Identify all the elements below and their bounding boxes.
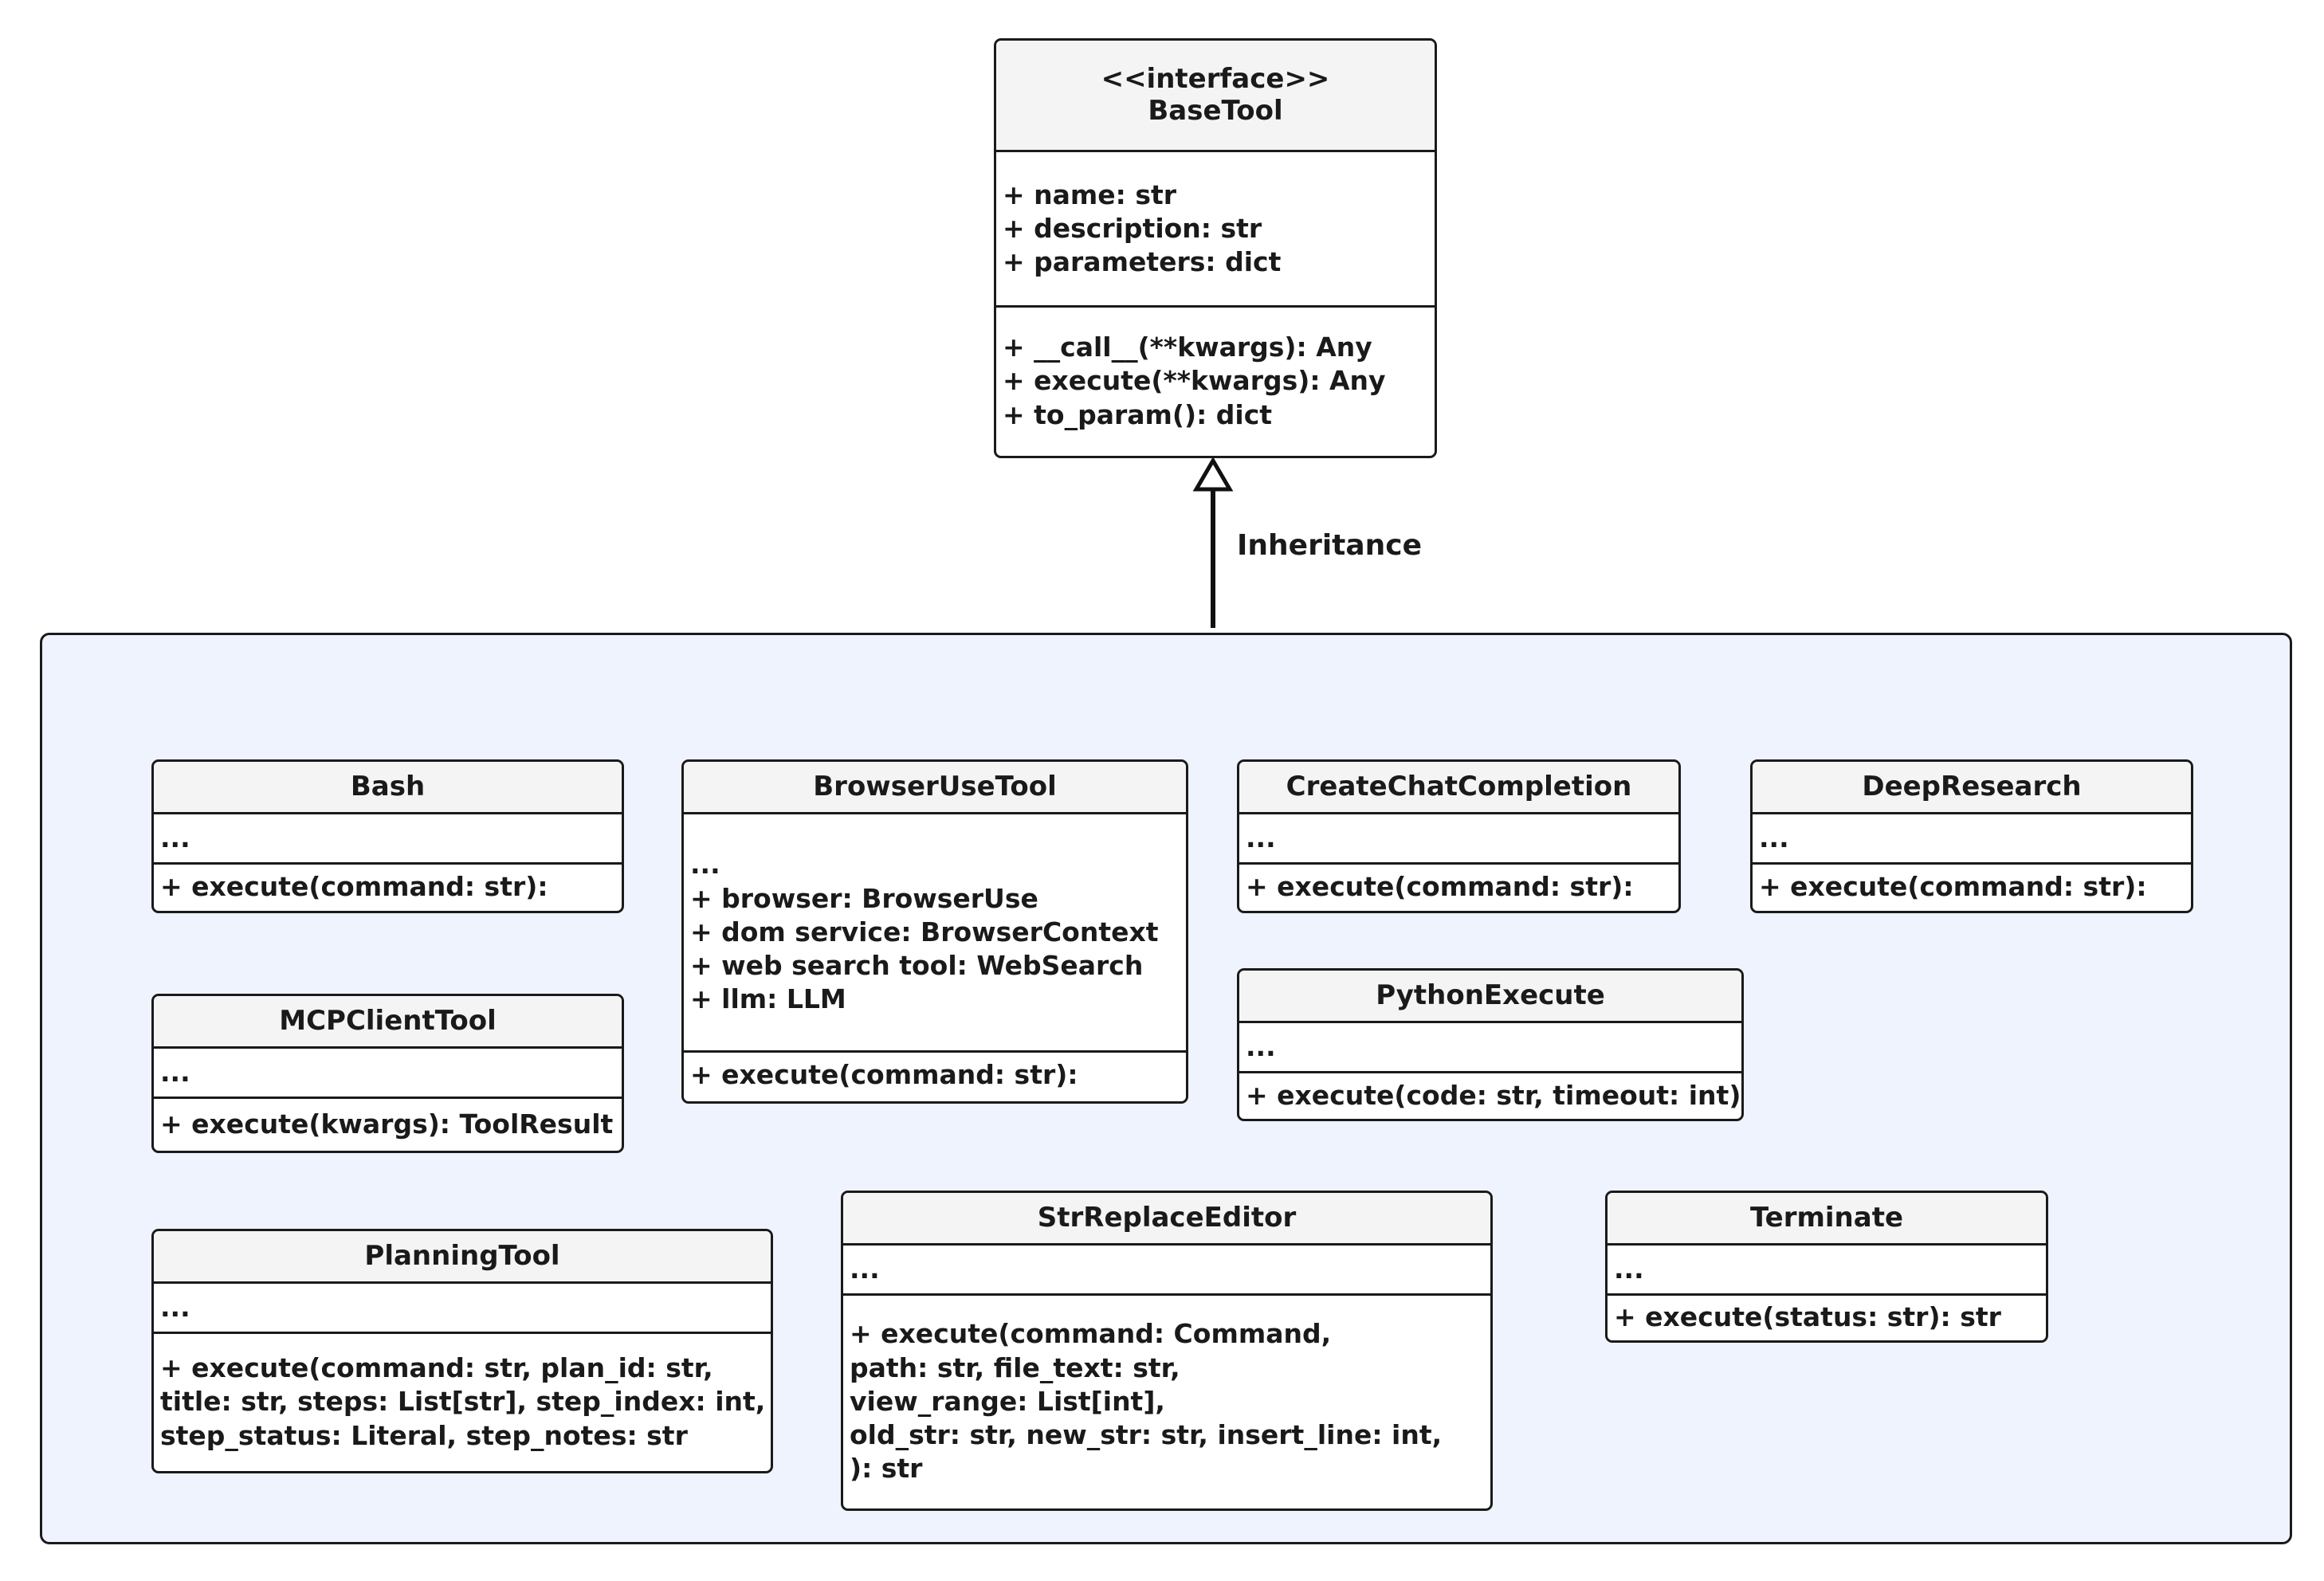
attribute: ...	[1246, 1030, 1276, 1062]
method: + execute(kwargs): ToolResult	[160, 1108, 614, 1140]
class-name: PlanningTool	[364, 1239, 560, 1272]
class-bash: Bash ... + execute(command: str):	[151, 759, 624, 913]
methods-section: + execute(command: str):	[154, 862, 622, 910]
class-name: BaseTool	[1148, 94, 1283, 127]
attribute: ...	[1246, 822, 1276, 853]
attributes-section: ... + browser: BrowserUse + dom service:…	[684, 814, 1186, 1050]
class-header: BrowserUseTool	[684, 762, 1186, 814]
method: old_str: str, new_str: str, insert_line:…	[850, 1419, 1443, 1451]
methods-section: + execute(command: Command, path: str, f…	[843, 1293, 1490, 1508]
attributes-section: ...	[154, 1284, 771, 1332]
methods-section: + execute(command: str, plan_id: str, ti…	[154, 1332, 771, 1470]
methods-section: + execute(status: str): str	[1608, 1293, 2046, 1340]
attribute: + web search tool: WebSearch	[690, 950, 1144, 982]
method: + execute(command: str):	[1759, 871, 2147, 903]
method: + execute(command: Command,	[850, 1318, 1332, 1350]
attribute: + name: str	[1003, 178, 1177, 210]
methods-section: + execute(command: str):	[684, 1050, 1186, 1098]
class-name: BrowserUseTool	[813, 770, 1057, 802]
method: + execute(**kwargs): Any	[1003, 365, 1386, 397]
class-strreplaceeditor: StrReplaceEditor ... + execute(command: …	[841, 1191, 1493, 1511]
attributes-section: ...	[1753, 814, 2191, 862]
methods-section: + __call__(**kwargs): Any + execute(**kw…	[996, 305, 1435, 455]
class-mcpclienttool: MCPClientTool ... + execute(kwargs): Too…	[151, 994, 624, 1153]
method: + execute(code: str, timeout: int): D	[1246, 1079, 1744, 1111]
methods-section: + execute(code: str, timeout: int): D	[1239, 1071, 1741, 1118]
method: + __call__(**kwargs): Any	[1003, 332, 1372, 363]
method: step_status: Literal, step_notes: str	[160, 1419, 688, 1451]
method: view_range: List[int],	[850, 1385, 1165, 1417]
attribute: ...	[1759, 822, 1789, 853]
attribute: ...	[160, 1056, 190, 1088]
class-name: StrReplaceEditor	[1037, 1201, 1297, 1234]
class-header: PythonExecute	[1239, 971, 1741, 1023]
attributes-section: ...	[1239, 1023, 1741, 1071]
class-header: StrReplaceEditor	[843, 1193, 1490, 1246]
attribute: ...	[160, 822, 190, 853]
attribute: + llm: LLM	[690, 983, 846, 1015]
class-header: CreateChatCompletion	[1239, 762, 1678, 814]
class-planningtool: PlanningTool ... + execute(command: str,…	[151, 1229, 773, 1473]
class-name: DeepResearch	[1862, 770, 2082, 802]
class-header: MCPClientTool	[154, 996, 622, 1049]
class-header: PlanningTool	[154, 1231, 771, 1284]
method: ): str	[850, 1453, 923, 1485]
class-terminate: Terminate ... + execute(status: str): st…	[1605, 1191, 2048, 1343]
method: + to_param(): dict	[1003, 398, 1273, 430]
method: + execute(command: str):	[160, 871, 548, 903]
methods-section: + execute(kwargs): ToolResult	[154, 1096, 622, 1150]
class-name: Terminate	[1749, 1201, 1904, 1234]
attribute: ...	[160, 1291, 190, 1323]
inheritance-arrowhead	[1192, 457, 1234, 492]
methods-section: + execute(command: str):	[1753, 862, 2191, 910]
attribute: + browser: BrowserUse	[690, 882, 1038, 914]
class-basetool: <<interface>> BaseTool + name: str + des…	[994, 38, 1437, 458]
attribute: + description: str	[1003, 212, 1262, 244]
attributes-section: ...	[1608, 1246, 2046, 1293]
attributes-section: ...	[154, 1049, 622, 1096]
attributes-section: ...	[1239, 814, 1678, 862]
method: path: str, file_text: str,	[850, 1352, 1180, 1383]
attribute: + parameters: dict	[1003, 246, 1282, 278]
method: + execute(status: str): str	[1614, 1301, 2001, 1333]
attribute: ...	[1614, 1253, 1644, 1285]
class-stereotype: <<interface>>	[1101, 63, 1330, 96]
attribute: + dom service: BrowserContext	[690, 916, 1159, 947]
class-name: PythonExecute	[1376, 979, 1605, 1011]
inheritance-label: Inheritance	[1237, 529, 1423, 562]
method: + execute(command: str, plan_id: str,	[160, 1352, 713, 1384]
class-createchatcompletion: CreateChatCompletion ... + execute(comma…	[1237, 759, 1681, 913]
class-browserusetool: BrowserUseTool ... + browser: BrowserUse…	[681, 759, 1188, 1104]
class-pythonexecute: PythonExecute ... + execute(code: str, t…	[1237, 968, 1744, 1121]
class-header: Terminate	[1608, 1193, 2046, 1246]
class-name: CreateChatCompletion	[1286, 770, 1632, 802]
class-name: MCPClientTool	[279, 1004, 497, 1037]
attributes-section: ...	[154, 814, 622, 862]
method: title: str, steps: List[str], step_index…	[160, 1386, 766, 1418]
class-header: <<interface>> BaseTool	[996, 41, 1435, 152]
class-header: DeepResearch	[1753, 762, 2191, 814]
class-name: Bash	[350, 770, 426, 802]
attribute: ...	[850, 1253, 880, 1285]
class-deepresearch: DeepResearch ... + execute(command: str)…	[1750, 759, 2193, 913]
method: + execute(command: str):	[1246, 871, 1634, 903]
attributes-section: + name: str + description: str + paramet…	[996, 152, 1435, 305]
method: + execute(command: str):	[690, 1059, 1078, 1091]
attribute: ...	[690, 849, 720, 881]
attributes-section: ...	[843, 1246, 1490, 1293]
methods-section: + execute(command: str):	[1239, 862, 1678, 910]
class-header: Bash	[154, 762, 622, 814]
